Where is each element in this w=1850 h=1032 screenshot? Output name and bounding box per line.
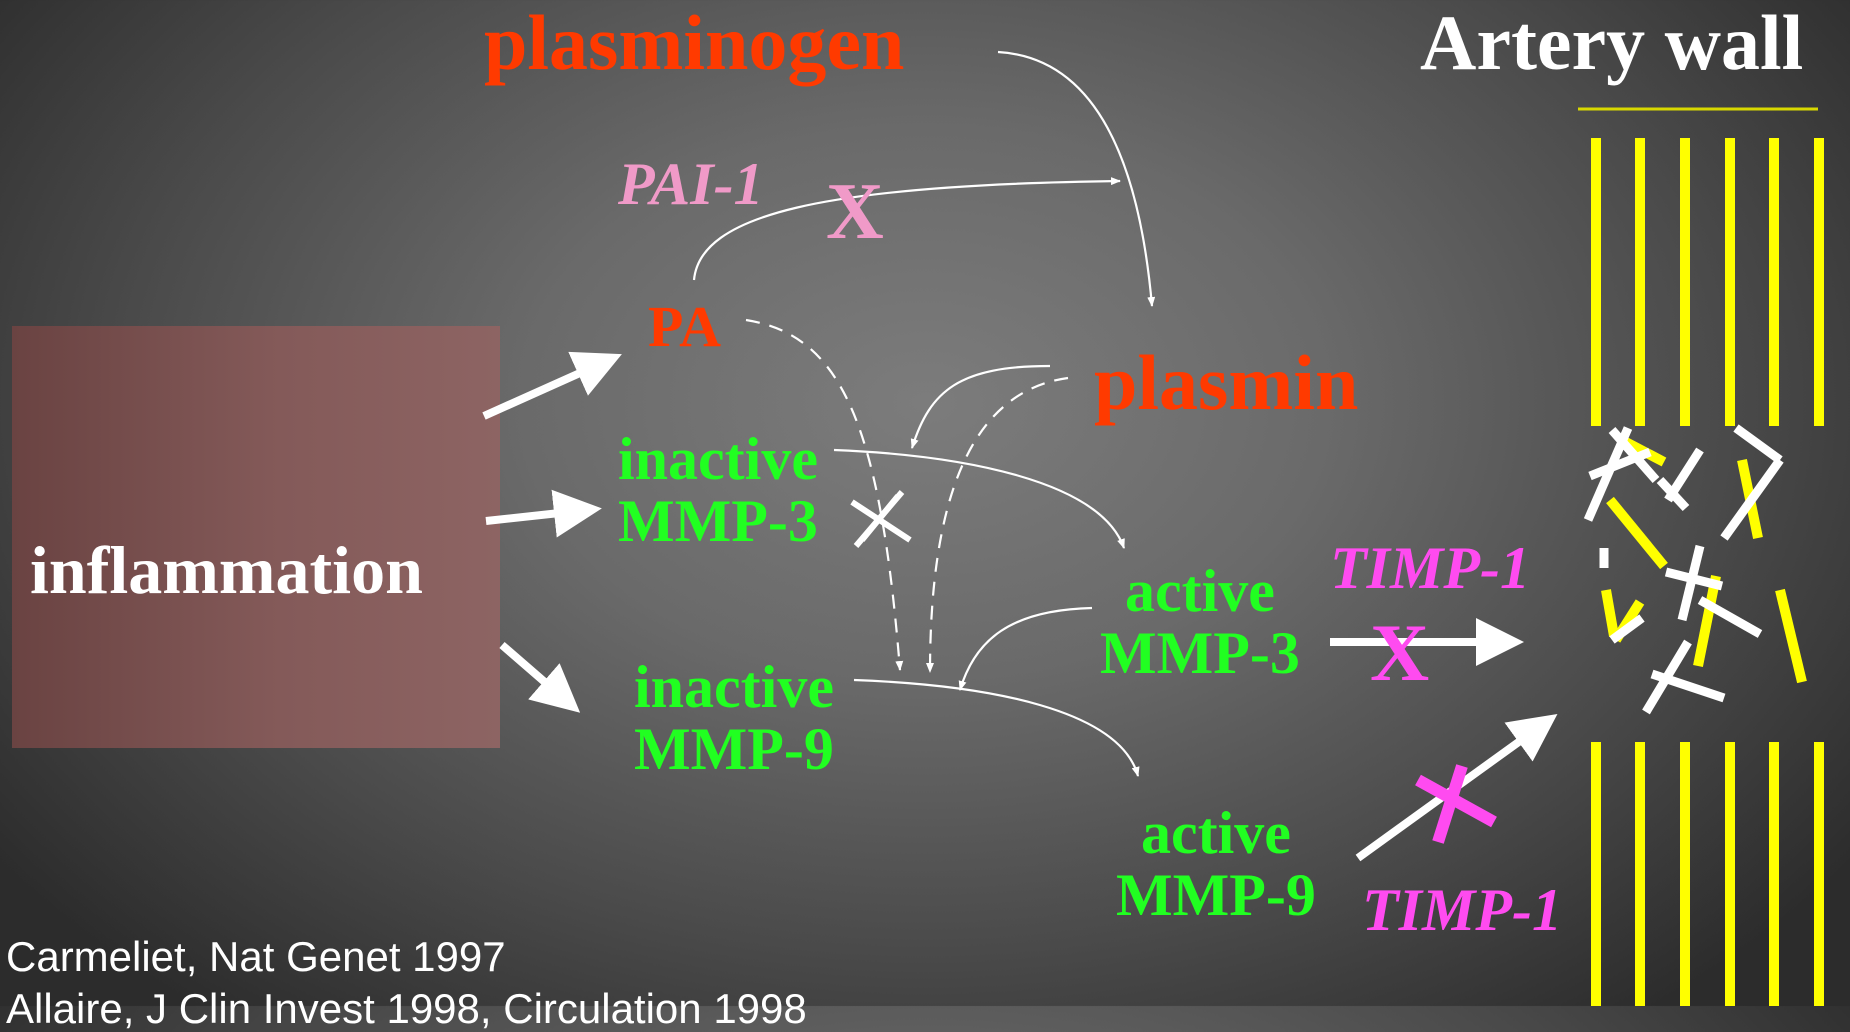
pa-label: PA: [648, 294, 722, 359]
active-mmp3-line1: active: [1124, 558, 1275, 624]
inactive-mmp3-line2: MMP-3: [618, 488, 818, 555]
inactive-mmp3-line1: inactive: [618, 426, 818, 492]
artery-fibers-top: [1591, 138, 1824, 426]
active-mmp3-label: active MMP-3: [1100, 560, 1300, 685]
timp1-lower-x-mark: [1415, 764, 1497, 844]
artery-wall: [1578, 107, 1824, 1006]
pai1-inhibition-x: X: [826, 168, 884, 256]
inflammation-label: inflammation: [30, 532, 423, 608]
degraded-fibers-white: [1583, 424, 1784, 715]
active-mmp3-line2: MMP-3: [1100, 620, 1300, 687]
inactive-mmp9-line1: inactive: [634, 654, 834, 720]
inflammation-arrows: [482, 351, 622, 713]
active-mmp9-line1: active: [1140, 800, 1291, 866]
arrow-mmp9-activation: [853, 678, 1140, 777]
timp1-upper-label: TIMP-1: [1330, 535, 1530, 601]
reference-line-2: Allaire, J Clin Invest 1998, Circulation…: [6, 985, 807, 1032]
arrow-inflammation-to-pa: [482, 351, 622, 420]
arrow-plasminogen-to-plasmin: [997, 50, 1156, 307]
timp1-upper-inhibition-x: X: [1370, 607, 1430, 698]
artery-fibers-bottom: [1591, 742, 1824, 1006]
thin-solid-arrows: [692, 50, 1156, 777]
inactive-mmp3-label: inactive MMP-3: [618, 428, 818, 553]
arrow-mmp3-activation: [833, 448, 1126, 549]
inflammation-box: [12, 326, 500, 748]
page-title: Artery wall: [1420, 0, 1804, 86]
timp-arrows: [1330, 618, 1558, 862]
arrow-inflammation-to-mmp9: [499, 641, 581, 713]
active-mmp9-label: active MMP-9: [1116, 802, 1316, 927]
dashed-arrow-plasmin-to-mmp9: [926, 376, 1069, 673]
inactive-mmp9-label: inactive MMP-9: [634, 656, 834, 781]
timp1-lower-label: TIMP-1: [1362, 877, 1562, 943]
plasminogen-label: plasminogen: [484, 0, 905, 86]
thin-dashed-arrows: [745, 318, 1069, 673]
arrow-plasmin-to-mmp3: [910, 364, 1051, 449]
dashed-arrow-pa-to-mmp9: [745, 318, 904, 671]
pai1-label: PAI-1: [618, 151, 764, 217]
inactive-mmp9-line2: MMP-9: [634, 716, 834, 783]
reference-line-1: Carmeliet, Nat Genet 1997: [6, 933, 506, 980]
arrow-pai1-inhibition: [692, 177, 1121, 281]
active-mmp9-line2: MMP-9: [1116, 862, 1316, 929]
arrow-inflammation-to-mmp3: [485, 489, 602, 538]
arrow-active-mmp3-to-mmp9: [958, 606, 1093, 691]
inactive-mmp3-block-x: [850, 490, 912, 548]
pathway-diagram: [482, 50, 1824, 1006]
plasmin-label: plasmin: [1094, 339, 1359, 426]
